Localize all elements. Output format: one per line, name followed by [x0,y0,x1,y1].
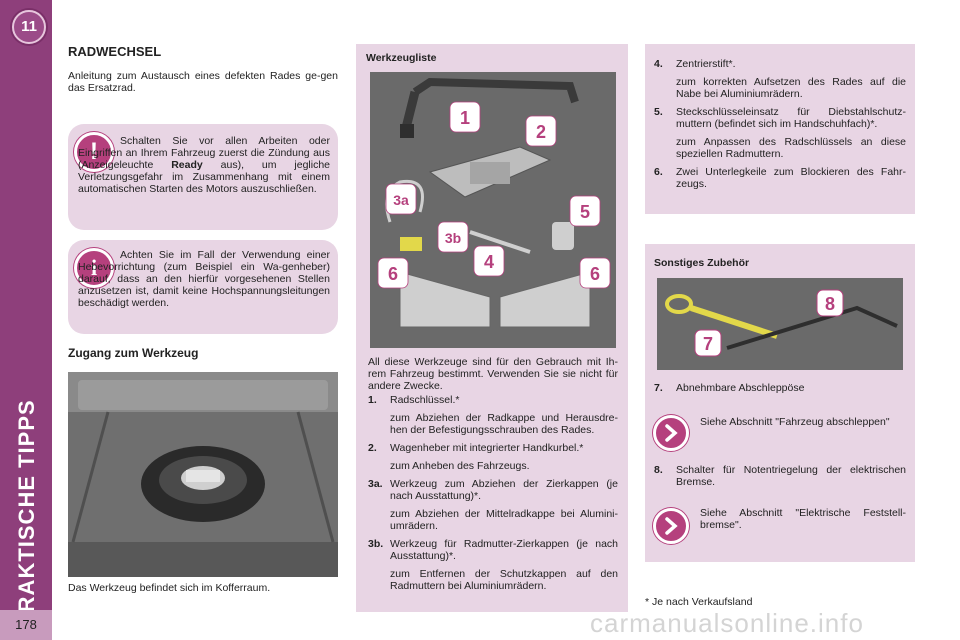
tools-label-6-left: 6 [388,264,398,284]
list-item: 4. Zentrierstift*. [654,58,736,70]
section-title: RADWECHSEL [68,44,162,59]
list-item-sub: zum Abziehen der Radkappe und Herausdre-… [390,412,618,436]
accessories-photo: 8 7 [657,278,903,370]
warning-text: Schalten Sie vor allen Arbeiten oder Ein… [78,135,330,195]
tools-label-1: 1 [460,108,470,128]
watermark: carmanualsonline.info [590,608,864,638]
accessories-title: Sonstiges Zubehör [654,257,750,269]
intro-text: Anleitung zum Austausch eines defekten R… [68,70,338,94]
info-text: Achten Sie im Fall der Verwendung einer … [78,249,330,309]
arrow-right-icon [653,508,689,544]
tools-title: Werkzeugliste [366,52,437,64]
warning-box [68,124,338,230]
arrow-right-icon [653,415,689,451]
list-item: 6. Zwei Unterlegkeile zum Blockieren des… [654,166,906,190]
chapter-title-vertical: PRAKTISCHE TIPPS [14,399,39,628]
list-item-sub: zum Anpassen des Radschlüssels an diese … [676,136,906,160]
accessory-label-7: 7 [703,334,713,354]
footnote: * Je nach Verkaufsland [645,596,753,608]
list-item: 3a. Werkzeug zum Abziehen der Zierkappen… [368,478,618,502]
list-item: 8. Schalter für Notentriegelung der elek… [654,464,906,488]
warning-exclamation-icon: ! [74,132,114,172]
trunk-photo [68,372,338,577]
list-item: 7. Abnehmbare Abschleppöse [654,382,805,394]
tools-label-5: 5 [580,202,590,222]
tools-intro: All diese Werkzeuge sind für den Gebrauc… [368,356,618,392]
tools-list-continued: 4. Zentrierstift*. zum korrekten Aufsetz… [654,58,906,190]
tools-continued-panel [645,44,915,214]
list-item-sub: zum korrekten Aufsetzen des Rades auf di… [676,76,906,100]
photo-caption: Das Werkzeug befindet sich im Kofferraum… [68,582,271,594]
list-item-sub: zum Anheben des Fahrzeugs. [390,460,530,472]
see-reference-towing[interactable]: Siehe Abschnitt "Fahrzeug abschleppen" [700,416,890,428]
tools-label-4: 4 [484,252,494,272]
tools-list: 1. Radschlüssel.* zum Abziehen der Radka… [368,394,618,598]
tools-label-2: 2 [536,122,546,142]
tools-label-3a: 3a [393,192,409,208]
tools-photo: 1 2 3a 5 3b 4 6 6 [370,72,616,348]
chapter-sidebar [0,0,52,640]
list-item: 5. Steckschlüsseleinsatz für Diebstahlsc… [654,106,906,130]
list-item: 2. Wagenheber mit integrierter Handkurbe… [368,442,584,454]
chapter-number-badge: 11 [12,10,46,44]
list-item-sub: zum Abziehen der Mittelradkappe bei Alum… [390,508,618,532]
tools-label-6-right: 6 [590,264,600,284]
access-title: Zugang zum Werkzeug [68,346,199,360]
info-icon: i [74,248,114,288]
info-box [68,240,338,334]
see-reference-brake[interactable]: Siehe Abschnitt "Elektrische Feststell-b… [700,507,906,531]
accessory-label-8: 8 [825,294,835,314]
page-number: 178 [0,610,52,640]
list-item: 3b. Werkzeug für Radmutter-Zierkappen (j… [368,538,618,562]
list-item: 1. Radschlüssel.* [368,394,460,406]
list-item-sub: zum Entfernen der Schutzkappen auf den R… [390,568,618,592]
tools-label-3b: 3b [445,230,461,246]
